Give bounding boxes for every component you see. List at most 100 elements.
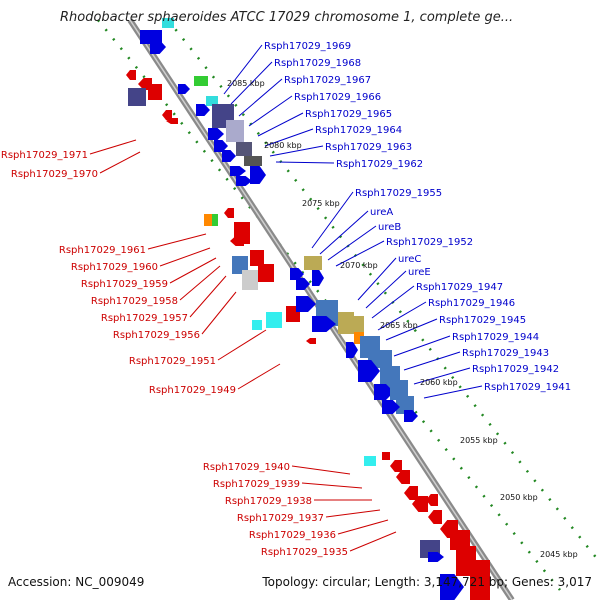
leader-line: [264, 128, 314, 147]
gene-feature: [250, 166, 266, 184]
leader-line: [413, 367, 471, 385]
leader-line: [327, 225, 377, 261]
gene-feature: [382, 452, 390, 460]
gene-feature: [382, 400, 400, 414]
leader-line: [311, 191, 354, 249]
gene-feature: [296, 278, 310, 290]
gene-label-reverse: Rsph17029_1960: [71, 262, 158, 273]
gene-feature: [250, 250, 264, 266]
gene-feature: [232, 256, 248, 274]
gene-feature: [374, 384, 394, 400]
gene-label-forward: Rsph17029_1965: [305, 109, 392, 120]
gene-feature: [390, 460, 402, 472]
kbp-tick-label: 2075 kbp: [302, 199, 340, 208]
gene-label-forward: Rsph17029_1968: [274, 58, 361, 69]
gene-feature: [428, 510, 442, 524]
gene-feature: [396, 470, 410, 484]
gene-label-reverse: Rsph17029_1951: [129, 356, 216, 367]
gene-label-forward: Rsph17029_1941: [484, 382, 571, 393]
leader-line: [403, 351, 461, 371]
map-title: Rhodobacter sphaeroides ATCC 17029 chrom…: [60, 10, 513, 25]
gene-feature: [242, 270, 258, 290]
leader-line: [223, 44, 263, 95]
kbp-tick-label: 2065 kbp: [380, 321, 418, 330]
gene-label-reverse: Rsph17029_1956: [113, 330, 200, 341]
kbp-tick-label: 2055 kbp: [460, 436, 498, 445]
leader-line: [275, 161, 335, 164]
gene-label-forward: Rsph17029_1942: [472, 364, 559, 375]
leader-line: [159, 247, 211, 267]
kbp-tick-label: 2080 kbp: [264, 141, 302, 150]
leader-line: [169, 257, 217, 284]
gene-feature: [150, 40, 166, 54]
leader-line: [349, 531, 397, 552]
gene-feature: [162, 18, 174, 28]
gene-label-forward: Rsph17029_1947: [416, 282, 503, 293]
leader-line: [230, 61, 273, 105]
gene-feature: [390, 380, 408, 400]
gene-feature: [450, 530, 470, 550]
gene-feature: [178, 84, 190, 94]
leader-line: [201, 291, 237, 335]
gene-label-reverse: Rsph17029_1959: [81, 279, 168, 290]
gene-label-reverse: Rsph17029_1937: [237, 513, 324, 524]
gene-feature: [252, 320, 262, 330]
gene-label-forward: Rsph17029_1943: [462, 348, 549, 359]
gene-label-forward: Rsph17029_1963: [325, 142, 412, 153]
leader-line: [217, 329, 267, 361]
leader-line: [371, 285, 415, 319]
gene-label-forward: Rsph17029_1962: [336, 159, 423, 170]
leader-line: [325, 509, 381, 518]
leader-line: [257, 112, 304, 137]
leader-line: [179, 265, 221, 301]
gene-feature: [312, 316, 336, 332]
gene-label-reverse: Rsph17029_1971: [1, 150, 88, 161]
gene-feature: [346, 316, 364, 332]
leader-line: [365, 270, 407, 309]
gene-feature: [296, 296, 316, 312]
gene-label-reverse: Rsph17029_1939: [213, 479, 300, 490]
leader-line: [385, 318, 438, 341]
gene-label-forward: Rsph17029_1967: [284, 75, 371, 86]
gene-feature: [306, 338, 316, 344]
gene-feature: [126, 70, 136, 80]
gene-feature: [236, 142, 252, 156]
accession-text: Accession: NC_009049: [8, 575, 144, 589]
gene-label-forward: ureC: [398, 254, 421, 265]
gene-label-forward: Rsph17029_1964: [315, 125, 402, 136]
kbp-tick-label: 2085 kbp: [227, 79, 265, 88]
gene-features: [126, 18, 490, 600]
gene-label-forward: ureB: [378, 222, 401, 233]
gene-feature: [226, 120, 244, 142]
gene-label-reverse: Rsph17029_1940: [203, 462, 290, 473]
gene-feature: [426, 494, 438, 506]
leader-line: [337, 519, 389, 535]
gene-feature: [312, 270, 324, 286]
leader-line: [238, 78, 283, 117]
gene-label-reverse: Rsph17029_1970: [11, 169, 98, 180]
gene-label-reverse: Rsph17029_1938: [225, 496, 312, 507]
gene-feature: [212, 214, 218, 226]
gene-feature: [222, 150, 236, 162]
gene-feature: [230, 166, 246, 176]
gene-feature: [304, 256, 322, 270]
gene-label-forward: ureE: [408, 267, 431, 278]
leader-line: [189, 275, 227, 318]
gene-feature: [224, 208, 234, 218]
gene-feature: [162, 110, 172, 120]
leader-line: [248, 95, 293, 127]
gene-feature: [214, 140, 228, 152]
leader-line: [301, 482, 363, 489]
gene-feature: [194, 76, 208, 86]
gene-feature: [290, 268, 304, 280]
gene-feature: [346, 342, 358, 358]
kbp-tick-label: 2045 kbp: [540, 550, 578, 559]
gene-labels: Rsph17029_1969Rsph17029_1968Rsph17029_19…: [1, 41, 571, 558]
gene-feature: [166, 118, 178, 124]
leader-line: [319, 210, 369, 255]
gene-label-reverse: Rsph17029_1957: [101, 313, 188, 324]
gene-label-reverse: Rsph17029_1961: [59, 245, 146, 256]
gene-feature: [148, 84, 162, 100]
